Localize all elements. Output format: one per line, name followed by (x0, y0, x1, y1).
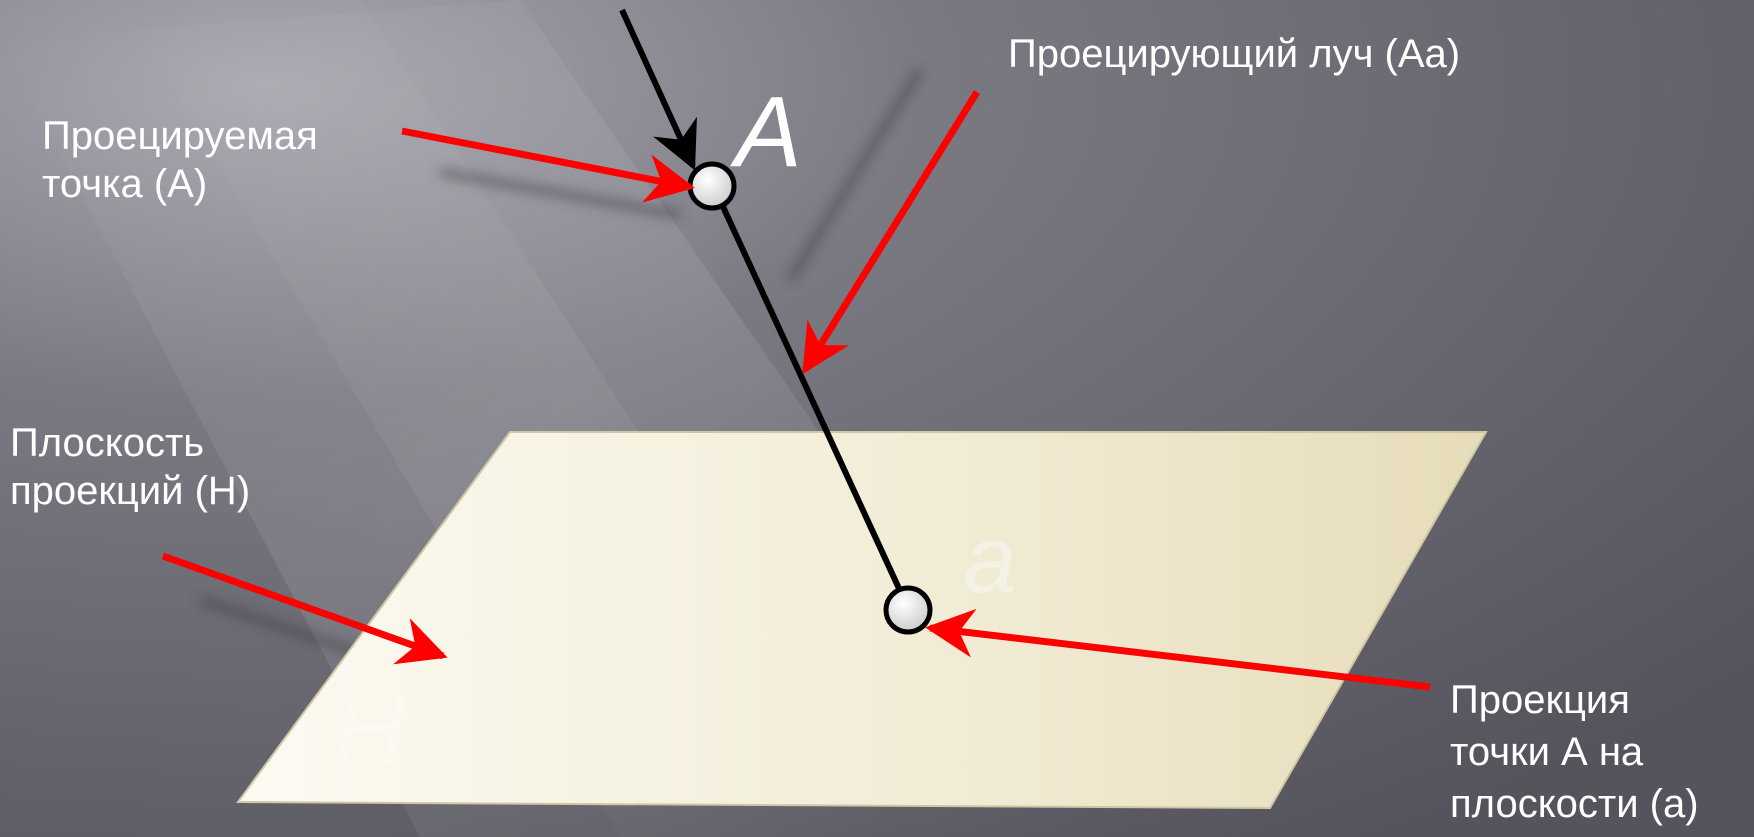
projecting-ray-incoming (619, 8, 697, 171)
letter-plane-h: H (334, 674, 407, 786)
letter-point-a: A (735, 76, 802, 188)
letter-projection-a: a (963, 506, 1017, 613)
label-projected-point: Проецируемая точка (A) (42, 114, 318, 206)
projection-plane (236, 431, 1488, 810)
projection-point-marker (883, 585, 933, 635)
ray-label-arrow (802, 90, 980, 375)
projecting-ray (710, 183, 911, 610)
label-projecting-ray: Проецирующий луч (Aa) (1008, 32, 1461, 76)
label-point-projection: Проекция точки А на плоскости (а) (1450, 678, 1699, 826)
point-a-marker (687, 161, 737, 211)
plane-label-arrow (161, 552, 448, 665)
point-label-arrow (401, 127, 695, 203)
projection-label-arrow (925, 608, 1431, 691)
label-projection-plane: Плоскость проекций (H) (10, 421, 251, 513)
